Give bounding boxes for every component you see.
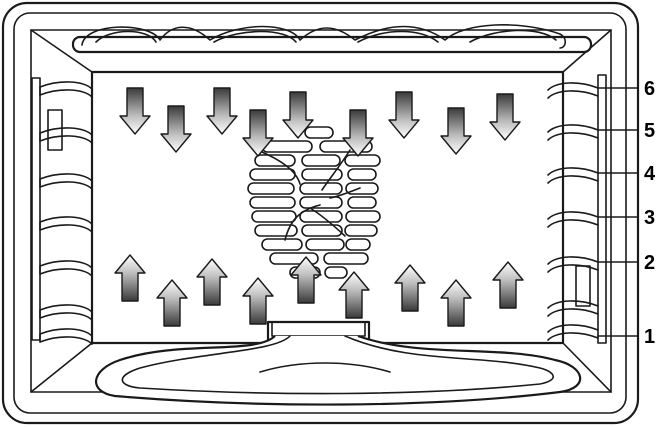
convection-fan-icon <box>247 126 381 279</box>
up-arrow-icon <box>492 261 524 309</box>
fan-blade <box>324 266 348 279</box>
shelf-level-6: 6 <box>597 78 655 100</box>
down-arrow-icon <box>388 91 420 139</box>
left-rail-rung <box>39 304 93 321</box>
up-arrow-icon <box>338 271 370 319</box>
up-arrow-icon <box>394 264 426 312</box>
up-arrow-icon <box>440 279 472 327</box>
shelf-level-label: 1 <box>644 326 655 348</box>
fan-blade <box>247 182 295 195</box>
up-arrow-icon <box>290 256 322 304</box>
shelf-level-4: 4 <box>597 163 656 185</box>
shelf-level-label: 2 <box>644 252 655 274</box>
fan-blade <box>251 210 297 223</box>
left-rail-rung <box>39 216 93 233</box>
fan-blade <box>301 224 343 237</box>
up-arrow-icon <box>242 277 274 325</box>
left-rail-rung <box>39 328 93 345</box>
fan-blade <box>261 238 303 251</box>
shelf-level-3: 3 <box>597 207 655 229</box>
fan-blade <box>254 154 296 167</box>
airflow-down-arrows <box>119 87 521 157</box>
shelf-level-1: 1 <box>597 326 655 348</box>
down-arrow-icon <box>489 93 521 141</box>
fan-blade <box>305 238 345 251</box>
fan-blade <box>347 196 377 209</box>
fan-blade <box>345 238 371 251</box>
fan-blade <box>344 154 381 167</box>
shelf-level-label: 5 <box>644 120 655 142</box>
left-rail-rung <box>39 127 93 144</box>
fan-blade <box>323 252 369 265</box>
down-arrow-icon <box>440 107 472 155</box>
shelf-level-label: 3 <box>644 207 655 229</box>
right-rail-rung <box>547 211 599 228</box>
up-arrow-icon <box>156 279 188 327</box>
fan-blade <box>299 196 343 209</box>
fan-blade <box>347 168 377 181</box>
fan-blade <box>301 154 341 167</box>
up-arrow-icon <box>114 254 146 302</box>
fan-blade <box>344 224 378 237</box>
shelf-level-labels: 6 5 4 3 2 1 <box>597 78 656 348</box>
left-rail-rung <box>39 173 93 190</box>
shelf-rail-right-icon <box>547 74 607 344</box>
left-rail-rung <box>39 260 93 277</box>
shelf-level-label: 6 <box>644 78 655 100</box>
up-arrow-icon <box>196 258 228 306</box>
shelf-rail-left-icon <box>31 77 93 345</box>
fan-blade <box>345 182 379 195</box>
shelf-level-2: 2 <box>597 252 655 274</box>
bottom-heating-element-icon <box>95 320 582 406</box>
fan-blade <box>249 168 296 181</box>
fan-blade <box>299 182 343 195</box>
oven-frame <box>1 1 640 425</box>
right-rail-rung <box>547 124 599 141</box>
right-rail-rung <box>547 167 599 184</box>
down-arrow-icon <box>119 87 151 135</box>
down-arrow-icon <box>282 91 314 139</box>
right-rail-rung <box>547 256 599 273</box>
shelf-level-label: 4 <box>644 163 656 185</box>
left-rail-rung <box>39 81 93 98</box>
down-arrow-icon <box>342 109 374 157</box>
grill-element-icon <box>71 24 593 54</box>
right-rail-rung <box>547 324 599 341</box>
right-rail-rung <box>547 82 599 99</box>
down-arrow-icon <box>206 87 238 135</box>
down-arrow-icon <box>242 109 274 157</box>
fan-blade <box>345 210 381 223</box>
fan-blade <box>249 196 296 209</box>
shelf-level-5: 5 <box>597 120 655 142</box>
fan-blade <box>304 126 334 139</box>
airflow-up-arrows <box>114 254 524 327</box>
right-rail-rung <box>547 300 599 317</box>
down-arrow-icon <box>160 105 192 153</box>
